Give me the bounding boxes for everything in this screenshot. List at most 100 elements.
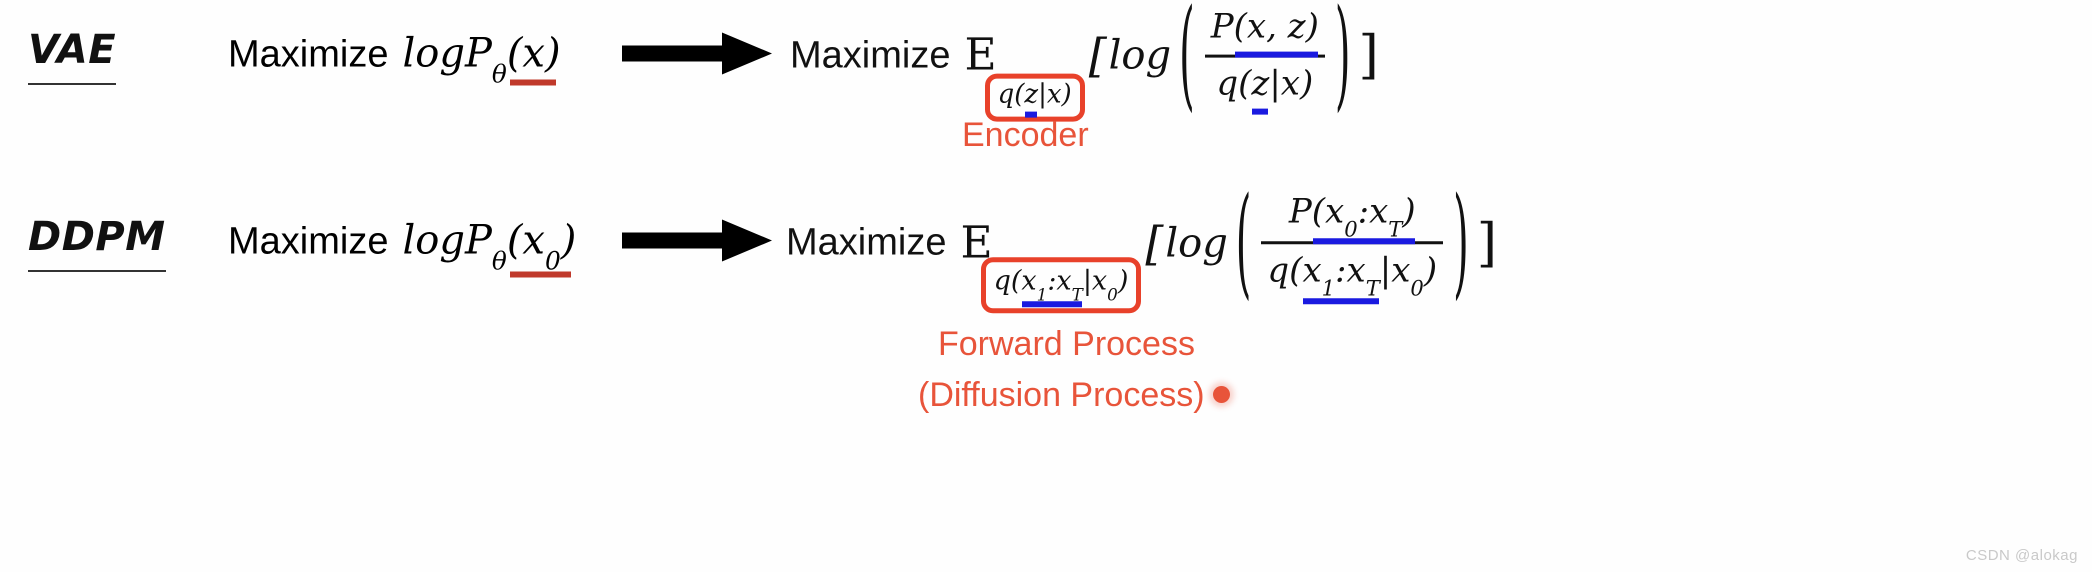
vae-right-paren: ) — [1334, 0, 1351, 125]
ddpm-sub-highlight-range: x1:xT — [1021, 265, 1083, 307]
vae-den-q: q — [1216, 63, 1239, 104]
ddpm-sub-middle-sub: 0 — [1107, 284, 1118, 305]
vae-sub-middle: |x — [1038, 79, 1062, 110]
ddpm-den-close: ) — [1423, 250, 1438, 291]
ddpm-num-arg: (x0:xT) — [1311, 189, 1416, 245]
ddpm-sub-colon: : — [1047, 265, 1057, 297]
ddpm-lhs-theta: θ — [491, 246, 507, 276]
watermark: CSDN @alokag — [1965, 547, 2078, 564]
vae-open-bracket: [ — [1088, 29, 1107, 83]
vae-lhs-maximize: Maximize — [228, 33, 389, 76]
vae-expectation-symbol: E — [964, 30, 997, 81]
vae-fraction-numerator: P(x, z) — [1205, 5, 1325, 58]
model-label-ddpm-underline — [28, 270, 166, 272]
ddpm-den-highlight-range: x1:xT — [1302, 249, 1380, 305]
vae-close-bracket: ] — [1358, 26, 1379, 86]
ddpm-lhs-expression: logPθ(x0) — [402, 217, 577, 278]
vae-lhs-close-paren: ) — [544, 30, 561, 77]
caption-forward-process: Forward Process — [938, 325, 1195, 363]
vae-fraction: P(x, z) q(z|x) — [1201, 5, 1329, 115]
ddpm-den-c: x — [1391, 250, 1411, 291]
model-label-ddpm: DDPM — [28, 214, 166, 272]
vae-rhs-maximize: Maximize — [790, 34, 951, 77]
ddpm-subscript-box: q(x1:xT|x0) — [980, 257, 1142, 313]
vae-fraction-group: ( P(x, z) q(z|x) ) — [1173, 0, 1356, 125]
vae-lhs-open-paren: ( — [506, 30, 523, 77]
ddpm-lhs-x: x — [522, 217, 545, 264]
caption-encoder: Encoder — [962, 116, 1089, 154]
model-label-vae-underline — [28, 83, 117, 85]
ddpm-fraction: P(x0:xT) q(x1:xT|x0) — [1257, 189, 1447, 305]
ddpm-num-b-sub: T — [1388, 215, 1403, 241]
ddpm-sub-xa: x — [1021, 265, 1037, 297]
ddpm-fraction-numerator: P(x0:xT) — [1283, 189, 1422, 245]
vae-objective-lhs: Maximize logPθ(x) — [228, 30, 561, 89]
ddpm-right-paren: ) — [1453, 174, 1469, 312]
vae-lhs-expression: logPθ(x) — [402, 30, 561, 89]
ddpm-lhs-close-paren: ) — [560, 217, 577, 264]
ddpm-den-q: q — [1267, 250, 1290, 291]
ddpm-den-a-sub: 1 — [1321, 275, 1336, 301]
right-arrow-icon-vae — [622, 31, 772, 82]
ddpm-left-paren: ( — [1235, 174, 1252, 312]
ddpm-sub-xb: x — [1056, 265, 1072, 297]
ddpm-den-bar: | — [1379, 250, 1392, 291]
ddpm-den-b: x — [1346, 250, 1366, 291]
ddpm-lhs-x-sub: 0 — [544, 246, 561, 276]
ddpm-objective-rhs: Maximize E q(x1:xT|x0) [ log ( P(x0:xT) … — [786, 174, 1498, 313]
ddpm-num-b: x — [1369, 191, 1389, 232]
vae-lhs-argument: (x) — [506, 30, 561, 86]
ddpm-lhs-maximize: Maximize — [228, 220, 389, 263]
model-label-ddpm-text: DDPM — [28, 214, 166, 260]
ddpm-lhs-argument: (x0) — [506, 217, 577, 278]
ddpm-fraction-denominator: q(x1:xT|x0) — [1261, 249, 1443, 305]
right-arrow-icon-ddpm — [622, 218, 772, 269]
vae-fraction-denominator: q(z|x) — [1210, 62, 1319, 115]
ddpm-den-colon: : — [1335, 250, 1347, 291]
ddpm-log-word: log — [1165, 220, 1228, 266]
ddpm-num-close: ) — [1402, 191, 1416, 232]
ddpm-fraction-group: ( P(x0:xT) q(x1:xT|x0) ) — [1230, 174, 1475, 312]
vae-den-highlight-z: z — [1251, 62, 1269, 115]
model-label-vae: VAE — [28, 27, 117, 85]
vae-sub-prefix: q( — [997, 79, 1025, 110]
vae-lhs-x: x — [522, 30, 545, 77]
ddpm-den-b-sub: T — [1365, 275, 1380, 301]
vae-den-rest: |x) — [1269, 63, 1314, 104]
vae-log-word: log — [1108, 33, 1172, 79]
ddpm-open-bracket: [ — [1145, 216, 1164, 270]
model-label-vae-text: VAE — [28, 27, 117, 73]
vae-sub-highlight-z: z — [1024, 79, 1039, 118]
ddpm-sub-xb-sub: T — [1071, 284, 1083, 305]
vae-num-P: P — [1210, 6, 1234, 47]
caption-diffusion-process: (Diffusion Process) — [918, 376, 1205, 414]
ddpm-den-open: ( — [1289, 250, 1303, 291]
ddpm-num-colon: : — [1357, 191, 1370, 232]
ddpm-close-bracket: ] — [1476, 213, 1498, 273]
ddpm-rhs-maximize: Maximize — [786, 221, 947, 264]
ddpm-num-open: ( — [1311, 191, 1326, 232]
vae-lhs-P: P — [464, 30, 492, 77]
ddpm-sub-suffix: ) — [1117, 265, 1129, 297]
vae-den-open: ( — [1238, 63, 1252, 104]
vae-sub-suffix: ) — [1061, 79, 1072, 110]
ddpm-num-P: P — [1288, 191, 1312, 232]
vae-lhs-theta: θ — [491, 59, 507, 89]
vae-objective-rhs: Maximize E q(z|x) [ log ( P(x, z) q(z|x)… — [790, 0, 1379, 125]
ddpm-objective-lhs: Maximize logPθ(x0) — [228, 217, 577, 278]
vae-subscript-box: q(z|x) — [984, 73, 1085, 122]
ddpm-lhs-log: log — [402, 217, 465, 264]
ddpm-sub-prefix: q( — [993, 265, 1022, 297]
ddpm-sub-middle: |x — [1082, 265, 1108, 297]
ddpm-num-a-sub: 0 — [1344, 215, 1358, 241]
ddpm-den-c-sub: 0 — [1410, 275, 1424, 301]
ddpm-den-a: x — [1302, 250, 1322, 291]
vae-num-arg: (x, z) — [1234, 5, 1319, 58]
ddpm-num-a: x — [1325, 191, 1345, 232]
cursor-dot-icon — [1213, 386, 1230, 403]
ddpm-lhs-open-paren: ( — [506, 217, 523, 264]
vae-left-paren: ( — [1179, 0, 1195, 125]
ddpm-sub-xa-sub: 1 — [1036, 284, 1048, 305]
vae-lhs-log: log — [402, 30, 465, 77]
